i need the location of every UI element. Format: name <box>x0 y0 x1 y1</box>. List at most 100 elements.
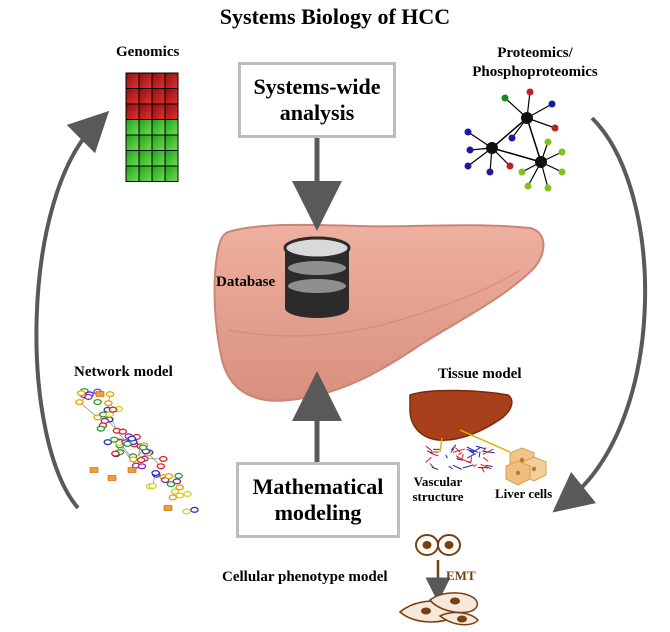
protein-node <box>558 148 566 156</box>
network-node <box>75 399 84 406</box>
vascular-line1: Vascular <box>413 474 463 489</box>
heatmap-cell <box>138 119 153 136</box>
database-icon <box>283 236 351 318</box>
database-label: Database <box>216 274 276 290</box>
network-output-node <box>89 467 99 473</box>
vascular-structure-icon <box>425 444 495 473</box>
network-node <box>108 406 118 413</box>
network-node <box>156 463 166 470</box>
heatmap-cell <box>125 165 140 182</box>
diagram-title: Systems Biology of HCC <box>219 4 451 29</box>
heatmap-cell <box>151 103 166 120</box>
proteomics-line1: Proteomics/ <box>497 45 573 61</box>
heatmap-cell <box>151 88 166 105</box>
heatmap-cell <box>164 88 179 105</box>
tissue-model-label: Tissue model <box>438 366 522 382</box>
mesenchymal-cells-icon <box>398 592 479 626</box>
network-node <box>175 484 184 491</box>
heatmap-cell <box>138 88 153 105</box>
protein-hub-node <box>486 142 498 154</box>
protein-node <box>548 100 556 108</box>
heatmap-cell <box>151 165 166 182</box>
genomics-heatmap <box>125 72 179 182</box>
network-node <box>174 472 183 479</box>
protein-hub-node <box>535 156 547 168</box>
network-node <box>170 488 180 495</box>
epithelial-cells-icon <box>415 534 461 556</box>
heatmap-cell <box>151 119 166 136</box>
network-node <box>136 456 146 464</box>
protein-hub-node <box>521 112 533 124</box>
protein-node <box>524 182 532 190</box>
liver-cells-label: Liver cells <box>495 486 553 501</box>
network-node <box>138 444 148 451</box>
network-node <box>118 428 127 435</box>
network-node <box>159 455 168 462</box>
protein-node <box>526 88 534 96</box>
heatmap-cell <box>125 119 140 136</box>
protein-node <box>544 138 552 146</box>
network-node <box>137 463 147 470</box>
network-node <box>93 398 102 406</box>
heatmap-cell <box>138 103 153 120</box>
systems-wide-line2: analysis <box>279 100 355 125</box>
network-node <box>182 508 191 515</box>
network-node <box>104 400 113 407</box>
protein-node <box>464 162 472 170</box>
network-node <box>183 490 192 497</box>
network-node <box>164 473 174 480</box>
heatmap-cell <box>164 165 179 182</box>
cellular-phenotype-label: Cellular phenotype model <box>222 569 388 585</box>
protein-node <box>486 168 494 176</box>
protein-node <box>506 162 514 170</box>
heatmap-cell <box>151 134 166 151</box>
tissue-liver-icon <box>409 389 513 453</box>
heatmap-cell <box>138 150 153 167</box>
network-node <box>148 482 157 489</box>
heatmap-cell <box>138 72 153 89</box>
emt-label: EMT <box>446 568 476 583</box>
math-line2: modeling <box>274 500 362 525</box>
heatmap-cell <box>164 134 179 151</box>
heatmap-cell <box>164 119 179 136</box>
network-model-label: Network model <box>74 364 173 380</box>
systems-wide-line1: Systems-wide <box>253 74 381 99</box>
proteomics-line2: Phosphoproteomics <box>472 64 598 80</box>
protein-node <box>551 124 559 132</box>
network-node <box>123 440 132 447</box>
network-output-node <box>163 505 173 511</box>
heatmap-cell <box>151 150 166 167</box>
vascular-line2: structure <box>412 489 464 504</box>
protein-node <box>464 128 472 136</box>
network-node <box>93 414 102 421</box>
protein-node <box>518 168 526 176</box>
heatmap-cell <box>164 103 179 120</box>
network-node <box>96 425 106 432</box>
heatmap-cell <box>164 72 179 89</box>
protein-network-icon <box>464 88 566 192</box>
protein-node <box>544 184 552 192</box>
protein-node <box>501 94 509 102</box>
network-node <box>76 390 86 397</box>
network-node <box>109 436 119 443</box>
vascular-structure-label: Vascular structure <box>408 474 468 504</box>
network-node <box>190 506 199 513</box>
genomics-label: Genomics <box>116 44 180 60</box>
network-node <box>172 478 182 485</box>
arrow-proteomics-to-tissue <box>552 116 648 513</box>
systems-wide-analysis-box: Systems-wide analysis <box>238 62 396 138</box>
proteomics-label: Proteomics/ Phosphoproteomics <box>450 44 620 82</box>
heatmap-cell <box>138 165 153 182</box>
heatmap-cell <box>151 72 166 89</box>
heatmap-cell <box>164 150 179 167</box>
math-line1: Mathematical <box>252 474 384 499</box>
protein-node <box>558 168 566 176</box>
network-node <box>111 450 120 457</box>
heatmap-cell <box>125 88 140 105</box>
network-output-node <box>95 391 105 397</box>
heatmap-cell <box>125 103 140 120</box>
network-node <box>84 393 93 400</box>
liver-cells-icon <box>505 447 547 486</box>
